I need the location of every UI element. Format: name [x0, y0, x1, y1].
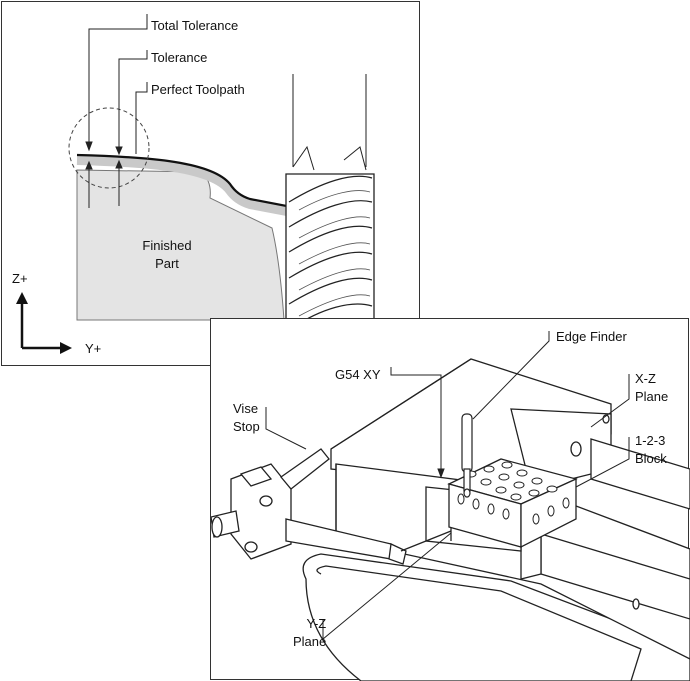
block-label-line2: Block — [635, 451, 667, 466]
finished-part-label-line2: Part — [155, 256, 179, 271]
yz-plane-label-line2: Plane — [293, 634, 327, 649]
xz-plane-label-line1: X-Z — [635, 371, 656, 386]
edge-finder — [461, 413, 473, 498]
vise-callout-leaders — [265, 331, 630, 641]
vise-stop-label-line1: Vise — [233, 401, 259, 416]
tolerance-label: Tolerance — [151, 50, 208, 65]
finished-part-label-line1: Finished — [142, 238, 192, 253]
yz-plane-label: Y-Z Plane — [293, 616, 326, 649]
vise-setup-illustration — [211, 331, 690, 681]
axis-indicator — [16, 292, 72, 354]
edge-finder-label: Edge Finder — [556, 329, 627, 344]
yz-plane-label-line1: Y-Z — [306, 616, 327, 631]
block-label: 1-2-3 Block — [635, 433, 667, 466]
xz-plane-label-line2: Plane — [635, 389, 669, 404]
block-holes — [457, 461, 570, 525]
perfect-toolpath-label: Perfect Toolpath — [151, 82, 245, 97]
z-axis-label: Z+ — [12, 271, 28, 286]
end-mill-tool — [285, 74, 375, 355]
vise-stop-label: Vise Stop — [233, 401, 260, 434]
tolerance-diagram-panel: Total Tolerance Tolerance Perfect Toolpa… — [1, 1, 420, 366]
y-axis-label: Y+ — [85, 341, 102, 356]
vise-body — [302, 358, 690, 681]
tolerance-diagram — [16, 14, 375, 355]
total-tolerance-label: Total Tolerance — [151, 18, 239, 33]
block-label-line1: 1-2-3 — [635, 433, 666, 448]
vise-stop — [211, 448, 452, 565]
finished-part-label: Finished Part — [137, 238, 197, 271]
xz-plane-label: X-Z Plane — [635, 371, 668, 404]
callout-leaders — [85, 14, 148, 208]
vise-stop-label-line2: Stop — [233, 419, 260, 434]
detail-circle — [68, 107, 150, 189]
g54-xy-label: G54 XY — [335, 367, 381, 382]
vise-setup-panel: Edge Finder G54 XY Vise Stop X-Z Plane 1… — [210, 318, 690, 681]
